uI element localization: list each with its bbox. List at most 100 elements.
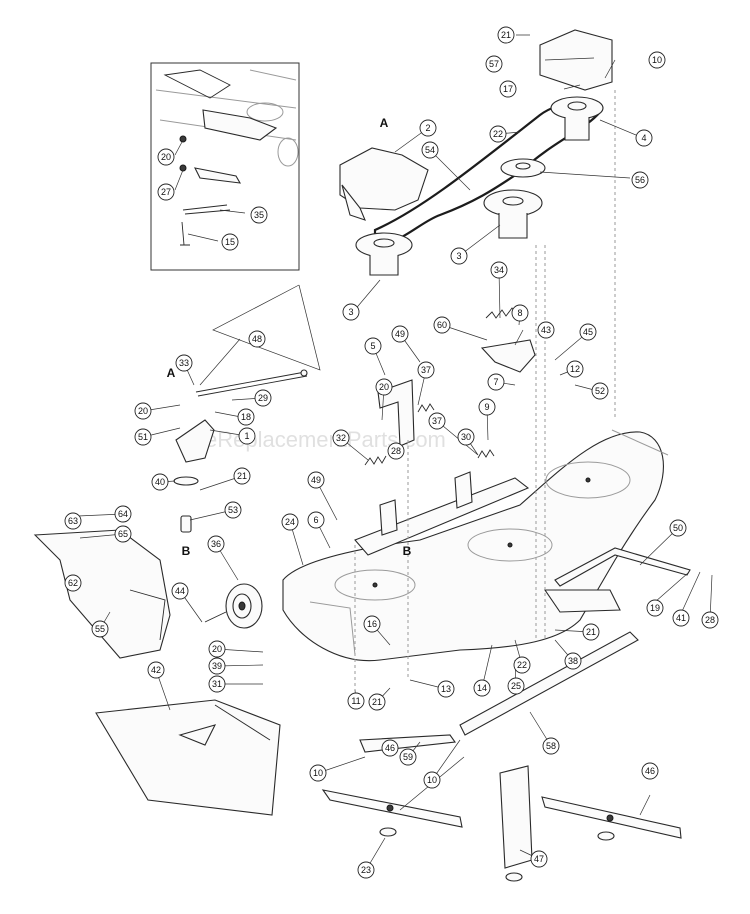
svg-text:53: 53 [228,505,238,515]
callout-49-center: 49 [307,471,325,489]
svg-text:17: 17 [503,84,513,94]
callout-41: 41 [672,609,690,627]
pulley-left [355,232,413,276]
svg-text:21: 21 [237,471,247,481]
svg-text:22: 22 [493,129,503,139]
svg-text:10: 10 [427,775,437,785]
svg-text:8: 8 [517,308,522,318]
callout-25: 25 [507,677,525,695]
section-label-b-left: B [182,544,191,558]
svg-text:35: 35 [254,210,264,220]
callout-65: 65 [114,525,132,543]
callout-32: 32 [332,429,350,447]
callout-40: 40 [151,473,169,491]
callout-22-bottom: 22 [513,656,531,674]
lift-arm [175,419,215,463]
svg-text:56: 56 [635,175,645,185]
callout-54: 54 [421,141,439,159]
idler-pulley [500,158,546,178]
svg-text:14: 14 [477,683,487,693]
callout-28-center: 28 [387,442,405,460]
mower-deck-housing [282,429,669,662]
svg-text:51: 51 [138,432,148,442]
svg-text:25: 25 [511,681,521,691]
svg-text:52: 52 [595,386,605,396]
callout-20-center: 20 [375,378,393,396]
svg-text:58: 58 [546,741,556,751]
inset-detail-box [150,62,300,271]
inset-leader [212,284,321,371]
callout-19: 19 [646,599,664,617]
callout-36: 36 [207,535,225,553]
svg-text:15: 15 [225,237,235,247]
svg-text:49: 49 [311,475,321,485]
callout-21-bottom-left: 21 [368,693,386,711]
svg-text:59: 59 [403,752,413,762]
callout-56-top: 56 [631,171,649,189]
callout-46-left: 46 [381,739,399,757]
svg-text:19: 19 [650,603,660,613]
callout-28-right: 28 [701,611,719,629]
callout-2: 2 [419,119,437,137]
svg-text:49: 49 [395,329,405,339]
callout-30: 30 [457,428,475,446]
callout-23: 23 [357,861,375,879]
svg-text:37: 37 [421,365,431,375]
svg-text:16: 16 [367,619,377,629]
svg-text:47: 47 [534,854,544,864]
svg-text:46: 46 [385,743,395,753]
callout-9: 9 [478,398,496,416]
svg-text:41: 41 [676,613,686,623]
callout-21-left: 21 [233,467,251,485]
callout-51: 51 [134,428,152,446]
callout-3-center: 3 [450,247,468,265]
callout-24: 24 [281,513,299,531]
svg-text:62: 62 [68,578,78,588]
svg-text:48: 48 [252,334,262,344]
callout-47: 47 [530,850,548,868]
callout-14: 14 [473,679,491,697]
svg-text:2: 2 [425,123,430,133]
callout-57: 57 [485,55,503,73]
callout-50: 50 [669,519,687,537]
gauge-wheel [225,583,263,629]
callout-59: 59 [399,748,417,766]
link-rod [195,371,306,393]
callout-53: 53 [224,501,242,519]
svg-text:54: 54 [425,145,435,155]
callout-10-center: 10 [423,771,441,789]
svg-text:46: 46 [645,766,655,776]
svg-text:21: 21 [501,30,511,40]
stabilizer-bar [554,547,691,587]
callout-17: 17 [499,80,517,98]
callout-20-inset: 20 [157,148,175,166]
callout-21-top: 21 [497,26,515,44]
callout-16: 16 [363,615,381,633]
svg-text:9: 9 [484,402,489,412]
svg-text:27: 27 [161,187,171,197]
callout-39: 39 [208,657,226,675]
callout-5: 5 [364,337,382,355]
callout-44: 44 [171,582,189,600]
svg-text:11: 11 [351,696,360,706]
callout-52: 52 [591,382,609,400]
svg-text:36: 36 [211,539,221,549]
svg-text:28: 28 [391,446,401,456]
svg-text:6: 6 [313,515,318,525]
callout-4: 4 [635,129,653,147]
callout-34: 34 [490,261,508,279]
callout-6: 6 [307,511,325,529]
callout-8: 8 [511,304,529,322]
discharge-deflector [33,529,171,659]
svg-text:1: 1 [244,431,249,441]
callout-46-right: 46 [641,762,659,780]
svg-text:30: 30 [461,432,471,442]
spindle-shield [539,29,613,91]
callout-49-top: 49 [391,325,409,343]
svg-text:63: 63 [68,516,78,526]
callout-15: 15 [221,233,239,251]
callout-7: 7 [487,373,505,391]
svg-text:33: 33 [179,358,189,368]
callout-11: 11 [347,692,365,710]
svg-text:21: 21 [372,697,382,707]
